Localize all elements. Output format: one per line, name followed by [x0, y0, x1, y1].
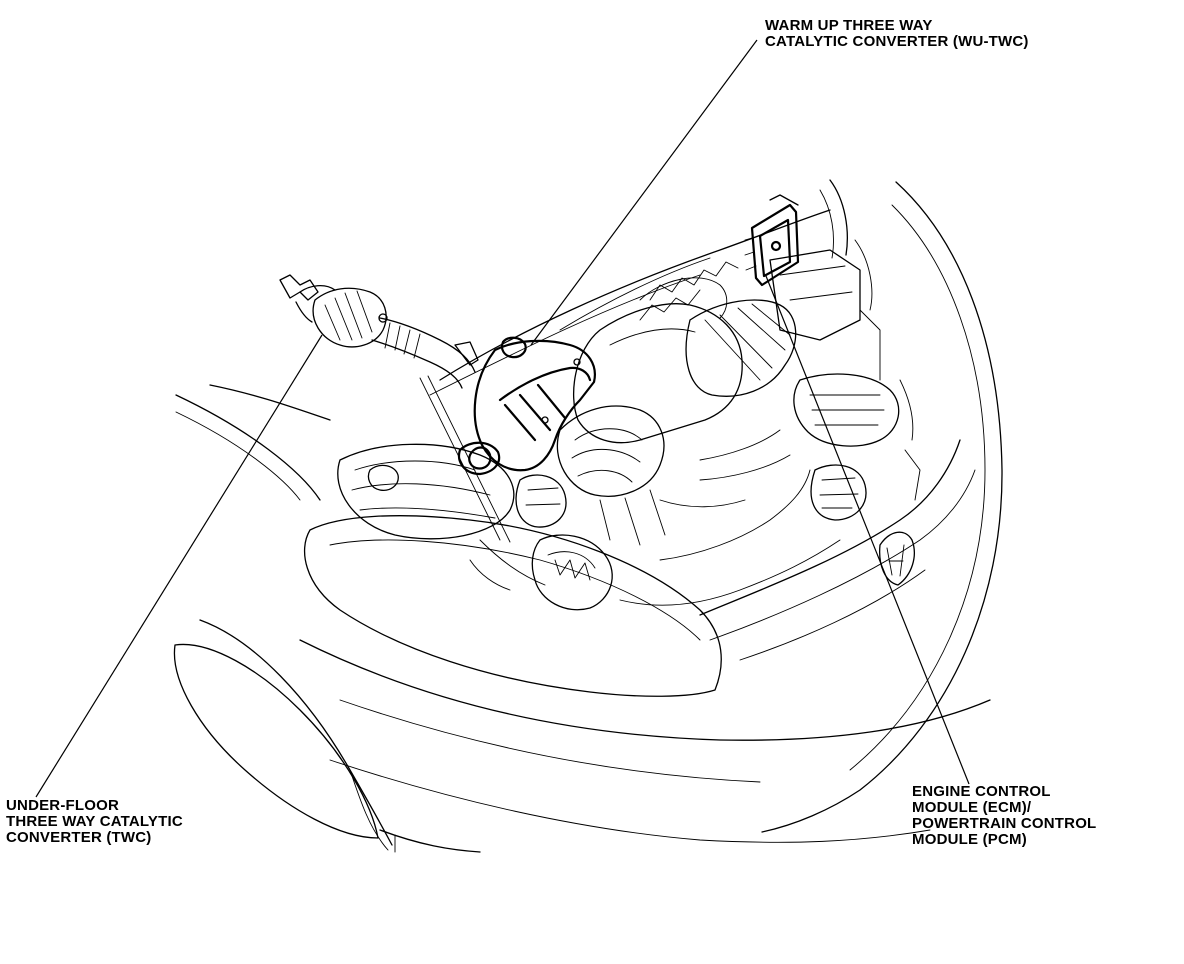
ecm-pcm-label-line2: MODULE (ECM)/ [912, 799, 1032, 816]
underfloor-twc-label-line1: UNDER-FLOOR [6, 797, 120, 814]
underfloor-twc-label-line2: THREE WAY CATALYTIC [6, 813, 183, 830]
leader-ecm-pcm [765, 275, 970, 785]
ecm-pcm-part [744, 194, 800, 287]
vehicle-body [175, 181, 1003, 853]
underfloor-twc-label-line3: CONVERTER (TWC) [6, 829, 152, 846]
ecm-pcm-label-line4: MODULE (PCM) [912, 831, 1027, 848]
leader-lines [35, 39, 970, 798]
wu-twc-label-line1: WARM UP THREE WAY [765, 17, 933, 34]
headlight [303, 515, 722, 697]
leader-wu-twc [530, 39, 758, 346]
ecm-pcm-label-line3: POWERTRAIN CONTROL [912, 815, 1097, 832]
hood [429, 209, 831, 396]
underfloor-twc-label: UNDER-FLOOR THREE WAY CATALYTIC CONVERTE… [6, 798, 183, 846]
ecm-pcm-label: ENGINE CONTROL MODULE (ECM)/ POWERTRAIN … [912, 784, 1096, 848]
leader-underfloor-twc [35, 334, 323, 798]
wu-twc-label-line2: CATALYTIC CONVERTER (WU-TWC) [765, 33, 1029, 50]
fog-lamp [173, 619, 393, 846]
front-grille [699, 439, 976, 661]
engine-assembly [337, 179, 921, 611]
wu-twc-part [457, 336, 596, 476]
underfloor-twc-part [279, 274, 479, 389]
wu-twc-label: WARM UP THREE WAY CATALYTIC CONVERTER (W… [765, 18, 1029, 50]
ecm-pcm-label-line1: ENGINE CONTROL [912, 783, 1051, 800]
